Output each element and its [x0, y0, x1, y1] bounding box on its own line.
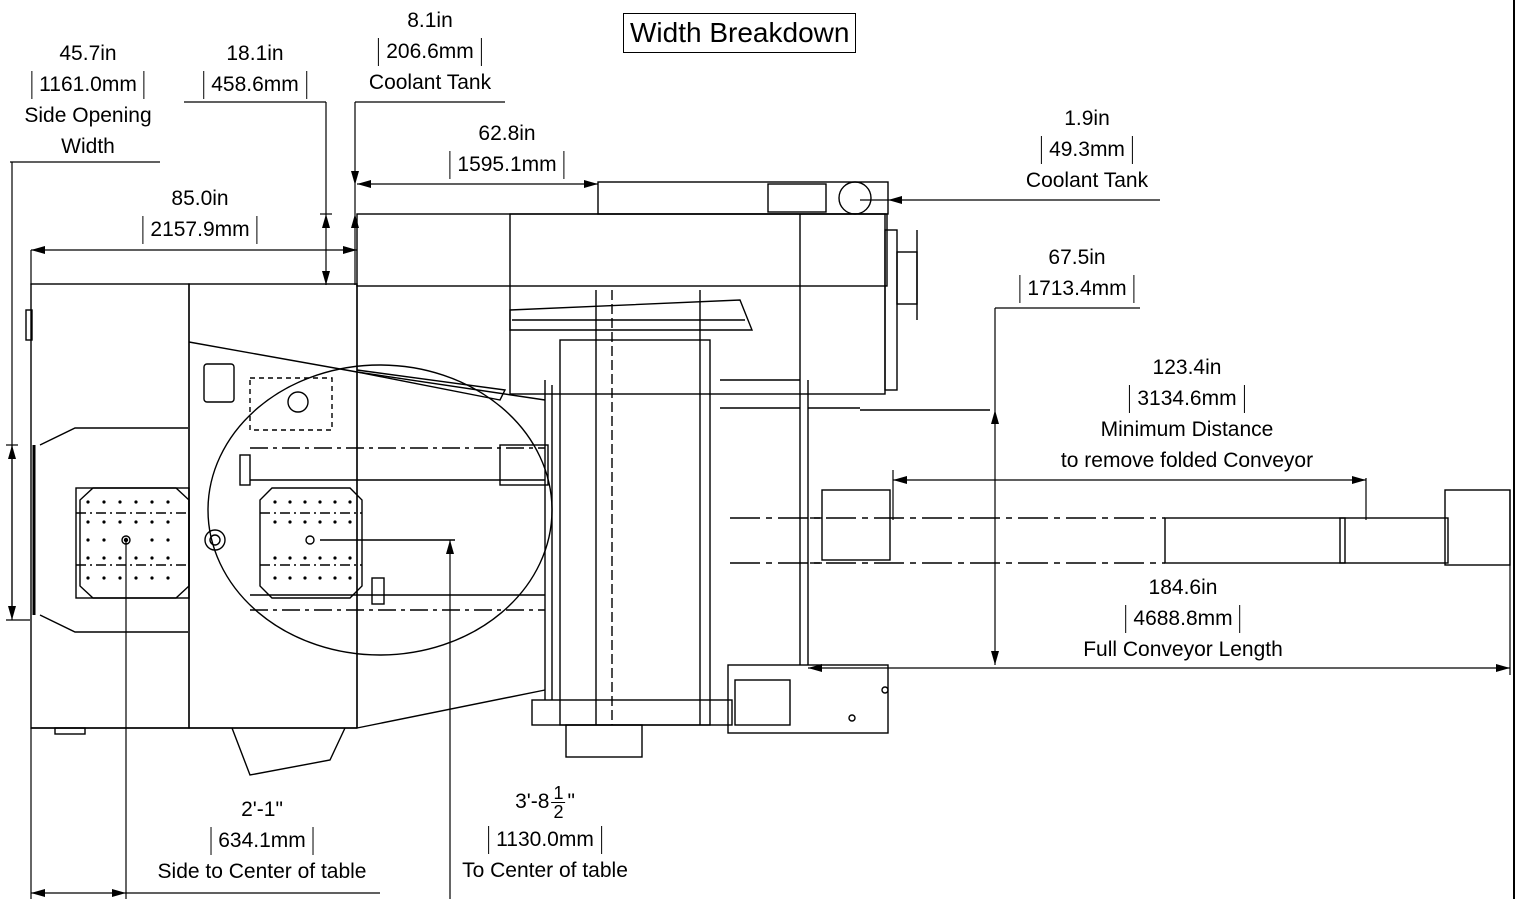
- coolant-right-dim: 1.9in 49.3mm Coolant Tank: [1026, 103, 1148, 196]
- dim-85-0: 85.0in 2157.9mm: [142, 183, 258, 245]
- dim-67-5: 67.5in 1713.4mm: [1019, 242, 1135, 304]
- dim-3ft-8-label: To Center of table: [462, 859, 628, 882]
- dim-18-1-in: 18.1in: [226, 42, 284, 65]
- column-housing: [356, 181, 990, 758]
- dim-3ft-8-den: 2: [553, 801, 564, 822]
- dim-184-6: 184.6in 4688.8mm Full Conveyor Length: [1083, 572, 1283, 665]
- dim-123-4: 123.4in 3134.6mm Minimum Distance to rem…: [1061, 352, 1313, 476]
- work-enclosure: [188, 285, 553, 729]
- coolant-top-mm: 206.6mm: [378, 38, 482, 66]
- dim-85-0-mm: 2157.9mm: [142, 216, 258, 244]
- dim-2ft-1-in: 2'-1": [241, 798, 283, 821]
- dim-67-5-in: 67.5in: [1048, 246, 1106, 269]
- coolant-right-mm: 49.3mm: [1041, 136, 1133, 164]
- diagram-title: Width Breakdown: [623, 13, 857, 53]
- dim-18-1-mm: 458.6mm: [203, 71, 307, 99]
- dim-67-5-mm: 1713.4mm: [1019, 275, 1135, 303]
- coolant-top-label: Coolant Tank: [368, 71, 492, 94]
- side-opening-dim: 45.7in 1161.0mm Side Opening Width: [24, 38, 151, 162]
- coolant-right-label: Coolant Tank: [1025, 169, 1149, 192]
- dim-62-8-mm: 1595.1mm: [449, 151, 565, 179]
- knob: [204, 529, 226, 551]
- dim-184-6-mm: 4688.8mm: [1125, 605, 1241, 633]
- coolant-right-in: 1.9in: [1064, 107, 1110, 130]
- conveyor: [730, 489, 1511, 566]
- pallet-right: [259, 487, 455, 599]
- dim-2ft-1-label: Side to Center of table: [157, 860, 367, 883]
- machine-left-body: [25, 283, 358, 776]
- dim-123-4-label1: Minimum Distance: [1100, 418, 1274, 441]
- dim-2ft-1-mm: 634.1mm: [210, 827, 314, 855]
- pallet-left: [75, 487, 190, 599]
- side-opening-mm: 1161.0mm: [31, 71, 145, 99]
- dim-62-8-in: 62.8in: [478, 122, 536, 145]
- dim-3ft-8-num: 1: [551, 782, 566, 803]
- coolant-top-dim: 8.1in 206.6mm Coolant Tank: [369, 5, 491, 98]
- side-opening-label2: Width: [61, 135, 115, 158]
- dim-3ft-8-whole: 3'-8: [515, 790, 550, 813]
- dim-184-6-label: Full Conveyor Length: [1083, 638, 1283, 661]
- coolant-top-in: 8.1in: [407, 9, 453, 32]
- dim-85-0-in: 85.0in: [171, 187, 229, 210]
- dim-62-8: 62.8in 1595.1mm: [449, 118, 565, 180]
- arrowheads: [8, 171, 1510, 897]
- dim-123-4-label2: to remove folded Conveyor: [1060, 449, 1314, 472]
- dim-123-4-in: 123.4in: [1152, 356, 1222, 379]
- dim-18-1: 18.1in 458.6mm: [203, 38, 307, 100]
- dim-3ft-8-mm: 1130.0mm: [488, 826, 602, 854]
- side-opening-label1: Side Opening: [24, 104, 152, 127]
- dim-2ft-1: 2'-1" 634.1mm Side to Center of table: [158, 794, 367, 887]
- side-opening-in: 45.7in: [59, 42, 117, 65]
- dim-184-6-in: 184.6in: [1148, 576, 1218, 599]
- dim-3ft-8-unit: ": [567, 790, 575, 813]
- dim-123-4-mm: 3134.6mm: [1129, 385, 1245, 413]
